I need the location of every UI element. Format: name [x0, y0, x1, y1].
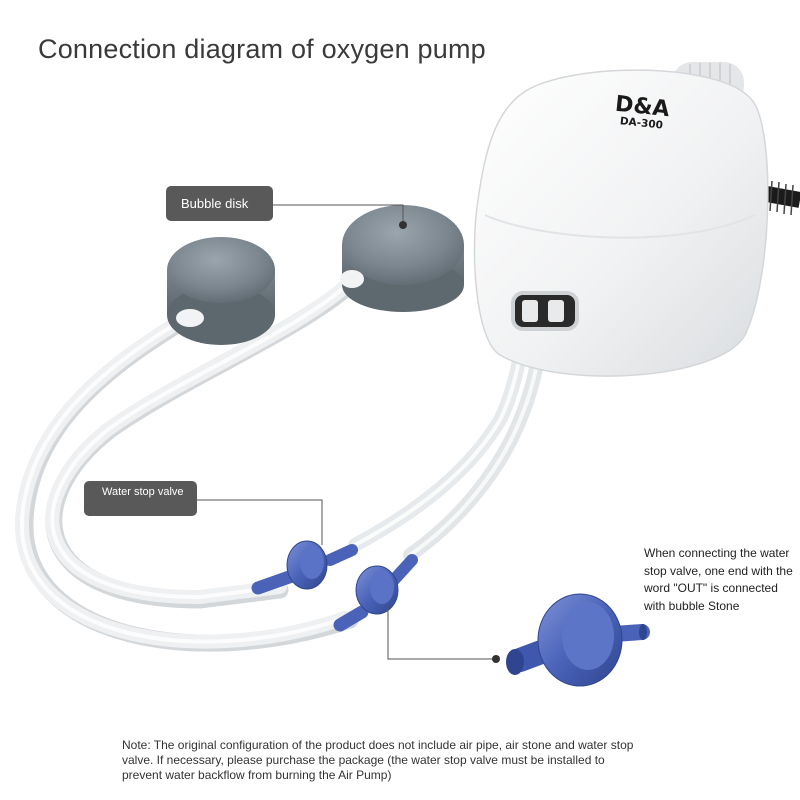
diagram-title: Connection diagram of oxygen pump	[38, 34, 486, 64]
leader-water-stop-valve	[197, 499, 323, 545]
label-bubble-disk: Bubble disk	[166, 186, 273, 221]
leader-bubble-disk	[273, 204, 404, 222]
leader-valve-closeup	[387, 605, 496, 660]
water-stop-valve-lower	[333, 554, 418, 632]
air-pump: D&A DA-300	[473, 62, 800, 377]
configuration-note: Note: The original configuration of the …	[122, 738, 634, 782]
pump-brand: D&A	[614, 92, 671, 123]
valve-instruction-note: When connecting the water stop valve, on…	[644, 546, 793, 613]
leader-lines	[197, 204, 500, 663]
bubble-disk-right	[340, 205, 464, 312]
water-stop-valve-upper	[251, 540, 358, 595]
pump-model: DA-300	[619, 115, 663, 131]
bubble-disk-left	[167, 237, 275, 345]
label-water-stop-valve: Water stop valve	[84, 481, 197, 516]
water-stop-valve-closeup	[506, 593, 650, 687]
air-tubes	[14, 275, 552, 652]
